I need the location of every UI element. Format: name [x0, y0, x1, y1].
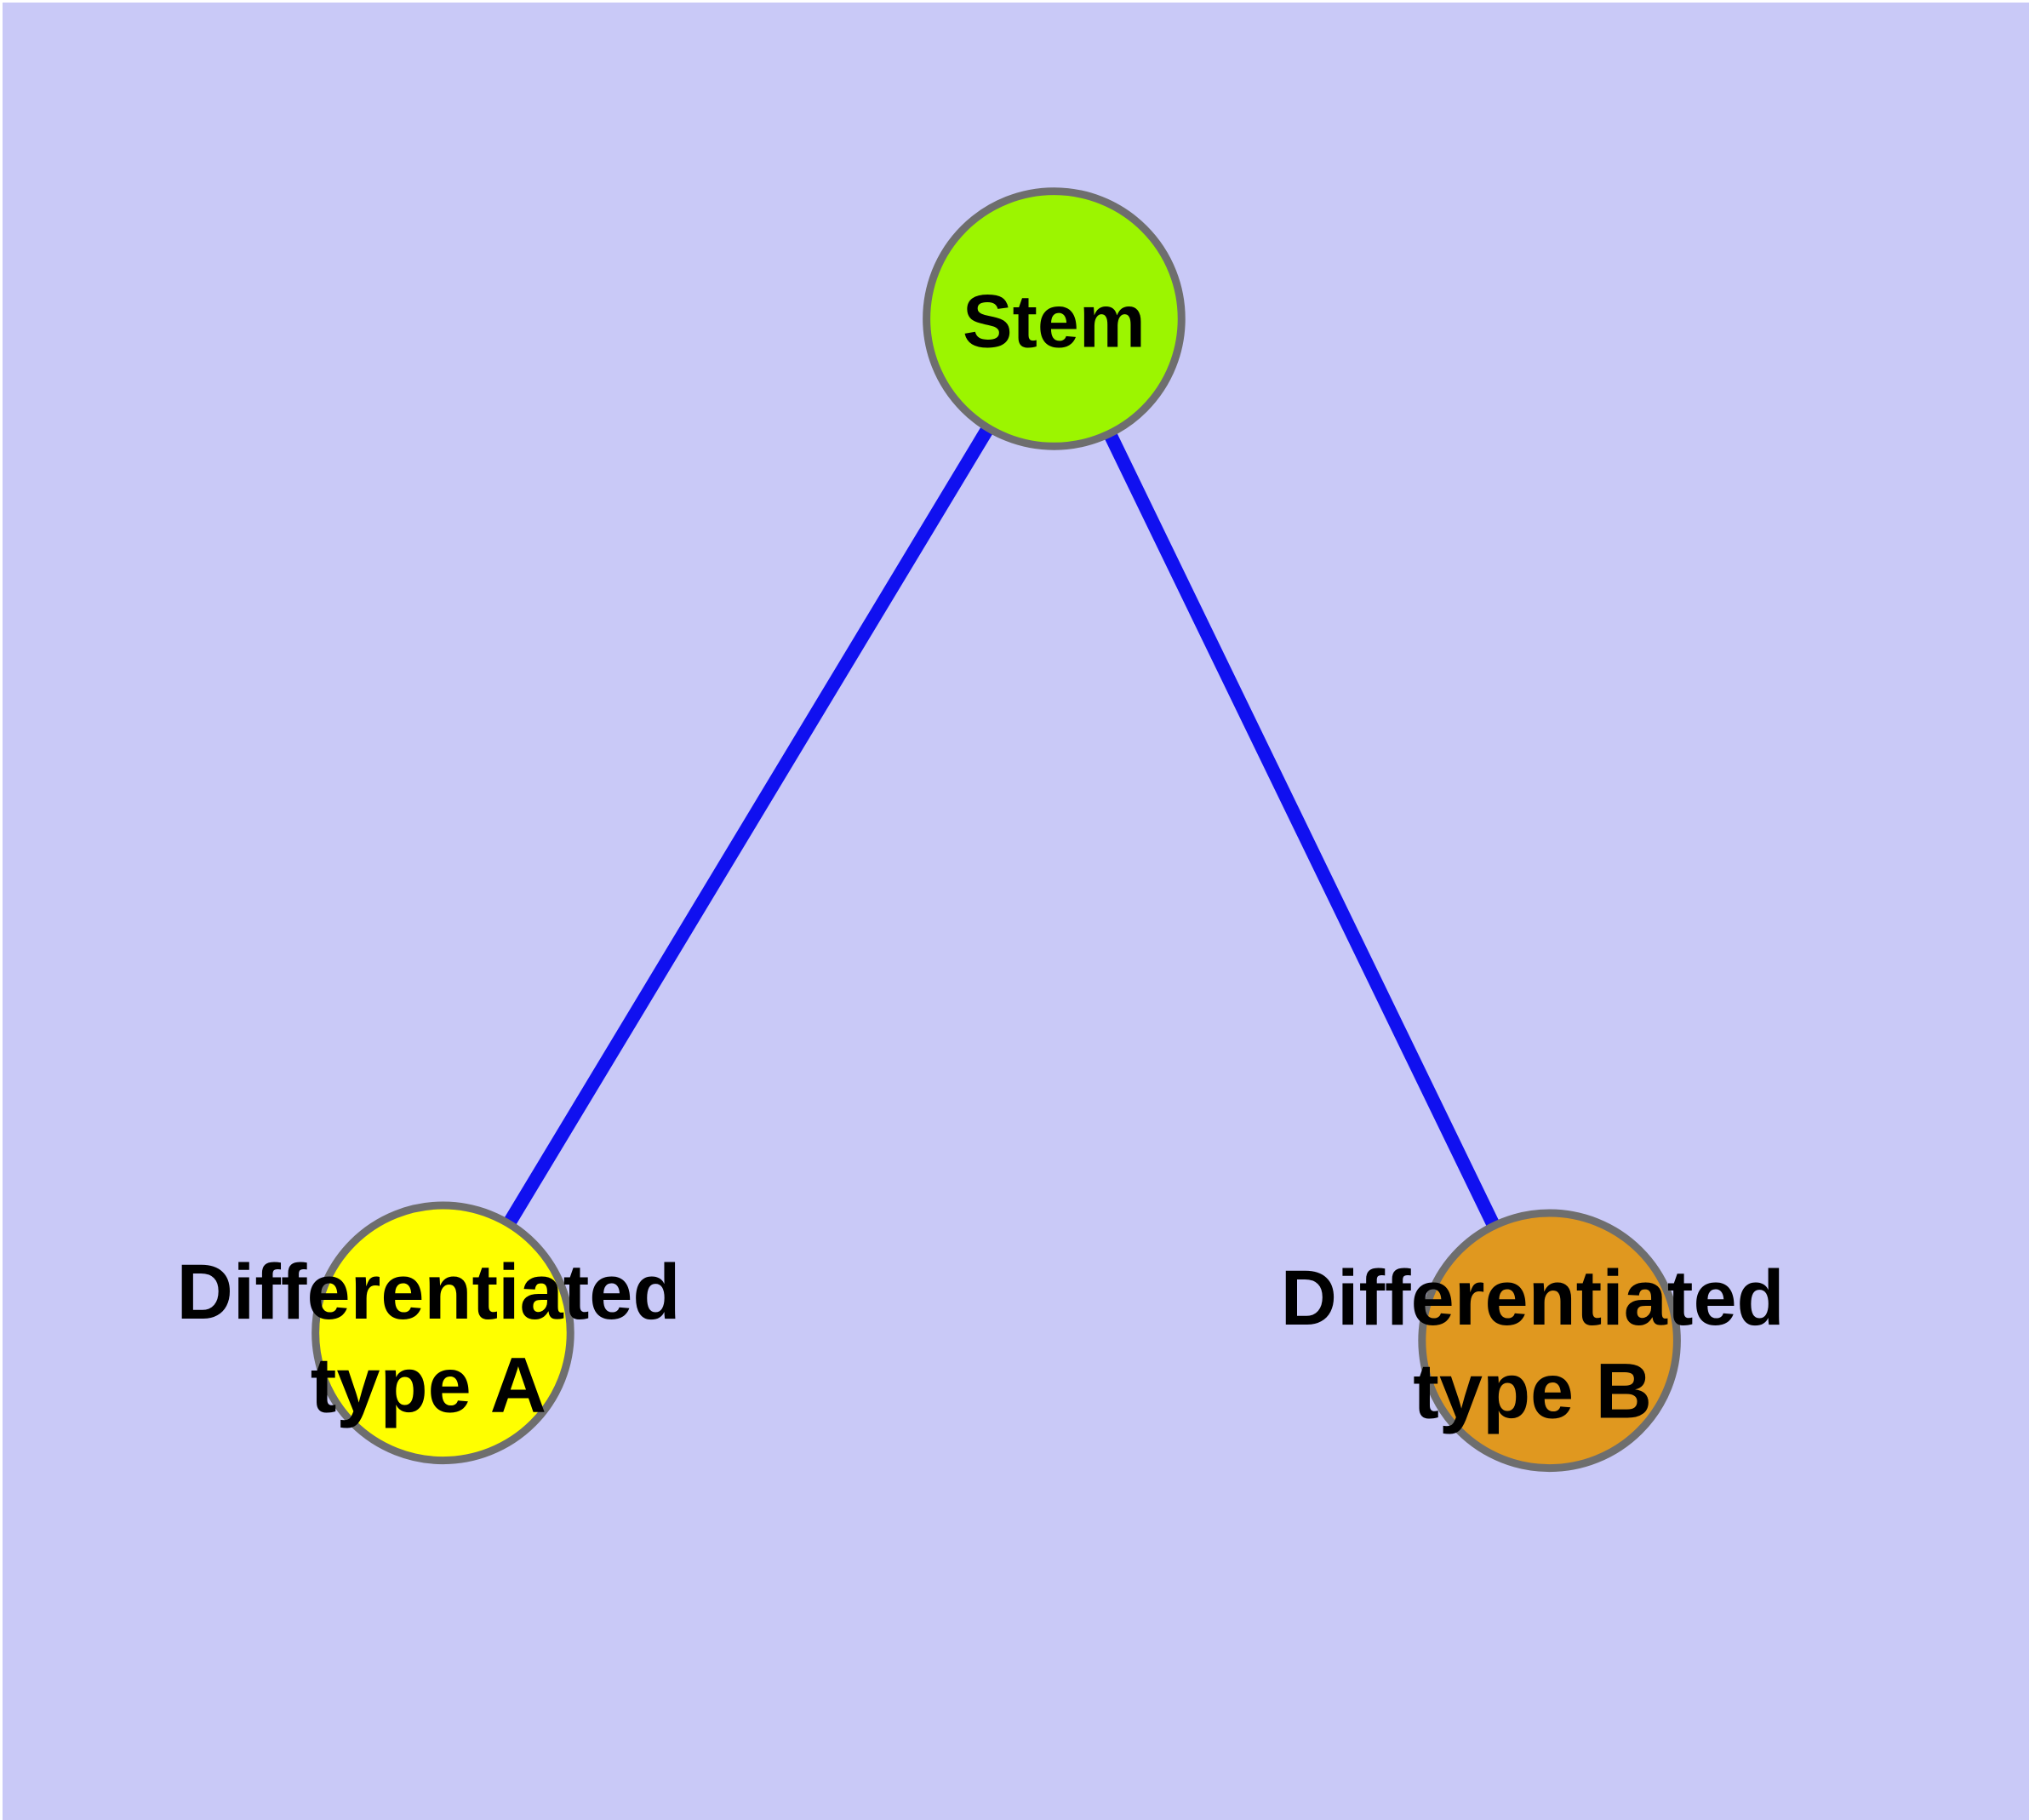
node-stem-label: Stem — [963, 278, 1146, 363]
edge-stem-to-type-a — [437, 315, 1060, 1336]
node-type-b-circle — [1418, 1209, 1681, 1473]
edge-stem-to-type-b — [1048, 315, 1556, 1344]
node-type-b-label-line1: Differentiated — [1281, 1255, 1785, 1342]
node-type-b-label-line2: type B — [1413, 1348, 1652, 1435]
node-type-a-label-line2: type A — [311, 1342, 546, 1429]
node-type-a-circle — [311, 1201, 574, 1465]
stem-differentiation-diagram: Stem Differentiated type A Differentiate… — [176, 187, 1785, 1473]
node-type-a-label-line1: Differentiated — [176, 1249, 680, 1336]
node-stem-circle — [923, 187, 1186, 450]
